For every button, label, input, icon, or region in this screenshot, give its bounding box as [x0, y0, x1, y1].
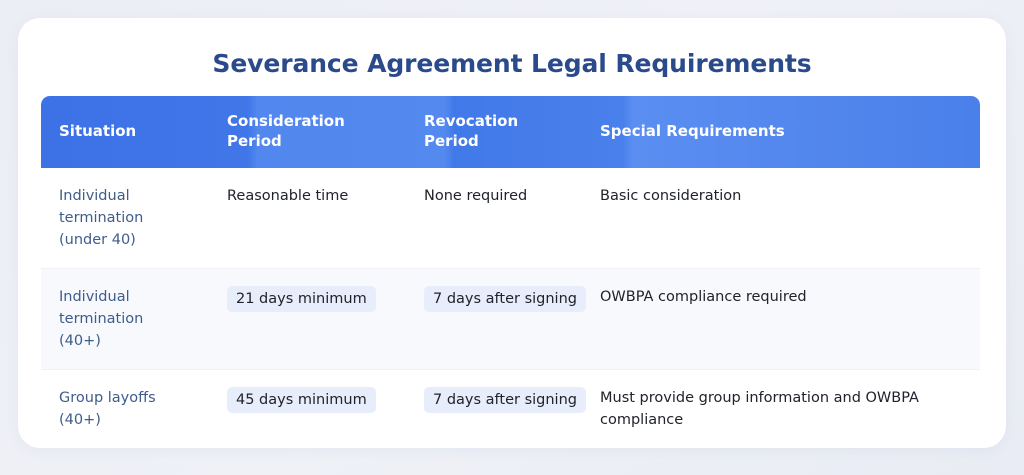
column-header-revocation-period[interactable]: Revocation Period	[410, 96, 586, 168]
cell-situation: Individual termination (under 40)	[41, 185, 212, 251]
situation-line2: termination	[59, 311, 144, 328]
revocation-period-badge: 7 days after signing	[424, 286, 586, 313]
column-header-consideration-period[interactable]: Consideration Period	[212, 96, 410, 168]
column-header-consideration-period-label: Consideration Period	[227, 112, 345, 152]
situation-line2: (40+)	[59, 412, 101, 429]
cell-special-requirements: OWBPA compliance required	[586, 286, 980, 308]
cell-special-requirements: Basic consideration	[586, 185, 980, 207]
revocation-header-line1: Revocation	[424, 112, 519, 131]
column-header-revocation-period-label: Revocation Period	[424, 112, 518, 152]
cell-consideration-period: Reasonable time	[212, 185, 410, 207]
consideration-header-line2: Period	[227, 132, 282, 150]
cell-situation: Group layoffs (40+)	[41, 387, 212, 431]
table-row: Individual termination (40+) 21 days min…	[41, 269, 980, 371]
column-header-special-requirements-label: Special Requirements	[600, 122, 785, 141]
special-requirements-value: OWBPA compliance required	[600, 289, 807, 306]
situation-line1: Group layoffs	[59, 390, 156, 407]
column-header-situation-label: Situation	[59, 122, 137, 141]
cell-revocation-period: 7 days after signing	[410, 387, 586, 414]
consideration-period-badge: 45 days minimum	[227, 387, 376, 414]
page-title: Severance Agreement Legal Requirements	[212, 49, 812, 78]
revocation-period-badge: 7 days after signing	[424, 387, 586, 414]
situation-line2: termination	[59, 210, 144, 227]
special-requirements-value: Basic consideration	[600, 188, 742, 204]
revocation-header-line2: Period	[424, 132, 479, 150]
situation-line3: (under 40)	[59, 232, 136, 249]
special-requirements-value: Must provide group information and OWBPA…	[600, 390, 919, 429]
cell-consideration-period: 45 days minimum	[212, 387, 410, 414]
table-header-row: Situation Consideration Period Revocatio…	[41, 96, 980, 168]
cell-revocation-period: None required	[410, 185, 586, 207]
consideration-period-badge: 21 days minimum	[227, 286, 376, 313]
column-header-special-requirements[interactable]: Special Requirements	[586, 96, 980, 168]
content-card: Severance Agreement Legal Requirements S…	[18, 18, 1006, 448]
consideration-period-value: Reasonable time	[227, 188, 349, 204]
cell-revocation-period: 7 days after signing	[410, 286, 586, 313]
cell-consideration-period: 21 days minimum	[212, 286, 410, 313]
requirements-table: Situation Consideration Period Revocatio…	[41, 96, 980, 448]
table-row: Individual termination (under 40) Reason…	[41, 168, 980, 270]
consideration-header-line1: Consideration	[227, 112, 345, 131]
cell-special-requirements: Must provide group information and OWBPA…	[586, 387, 980, 431]
cell-situation: Individual termination (40+)	[41, 286, 212, 352]
situation-line1: Individual	[59, 289, 130, 306]
revocation-period-value: None required	[424, 188, 528, 204]
table-row: Group layoffs (40+) 45 days minimum 7 da…	[41, 370, 980, 448]
situation-line3: (40+)	[59, 333, 101, 350]
column-header-situation[interactable]: Situation	[41, 96, 212, 168]
situation-line1: Individual	[59, 188, 130, 204]
